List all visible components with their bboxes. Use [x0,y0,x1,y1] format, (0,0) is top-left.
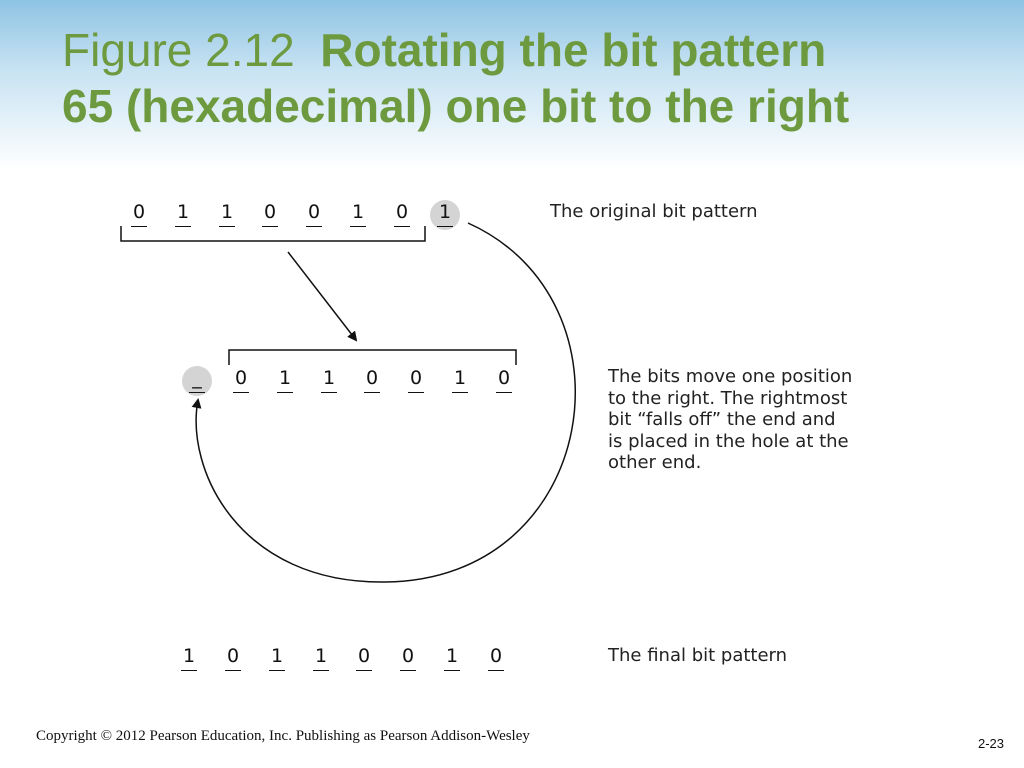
final-bit: 0 [484,645,508,671]
slide-number: 2-23 [977,736,1004,751]
original-bit: 1 [215,201,239,227]
final-bit: 1 [177,645,201,671]
shifted-bit: 0 [360,367,384,393]
original-caption: The original bit pattern [550,201,758,222]
title-line-2: 65 (hexadecimal) one bit to the right [62,80,850,132]
wraparound-arrow [191,222,576,583]
shift-caption: The bits move one position to the right.… [608,366,852,474]
shifted-bit: 0 [229,367,253,393]
original-bracket [120,226,426,242]
shift-arrow [287,251,358,342]
original-bit: 0 [302,201,326,227]
final-bit: 1 [440,645,464,671]
title-line-1: Rotating the bit pattern [320,24,827,76]
copyright-footer: Copyright © 2012 Pearson Education, Inc.… [36,728,530,744]
original-bit: 1 [346,201,370,227]
hole-marker: _ [185,367,209,393]
figure-label: Figure 2.12 [62,24,295,76]
final-caption: The final bit pattern [608,645,788,666]
shifted-bit: 0 [404,367,428,393]
shift-caption-line: other end. [608,452,702,473]
original-bit: 0 [390,201,414,227]
shifted-bit: 1 [273,367,297,393]
original-bit: 1 [171,201,195,227]
final-bit: 0 [352,645,376,671]
final-bit: 1 [309,645,333,671]
shift-caption-line: bit “falls off” the end and [608,409,836,430]
final-bit: 0 [221,645,245,671]
shifted-bracket [228,349,517,365]
falling-bit-highlight [430,200,460,230]
shift-caption-line: is placed in the hole at the [608,430,849,452]
final-bit: 1 [265,645,289,671]
final-bit: 0 [396,645,420,671]
shift-caption-line: The bits move one position [608,366,853,387]
shifted-bit: 0 [492,367,516,393]
slide-title: Figure 2.12 Rotating the bit pattern 65 … [62,22,1002,134]
original-bit: 1 [433,201,457,227]
hole-highlight [182,366,212,396]
original-bit: 0 [127,201,151,227]
shifted-bit: 1 [317,367,341,393]
shifted-bit: 1 [448,367,472,393]
original-bit: 0 [258,201,282,227]
shift-caption-line: to the right. The rightmost [608,387,848,409]
header-background [0,0,1024,170]
